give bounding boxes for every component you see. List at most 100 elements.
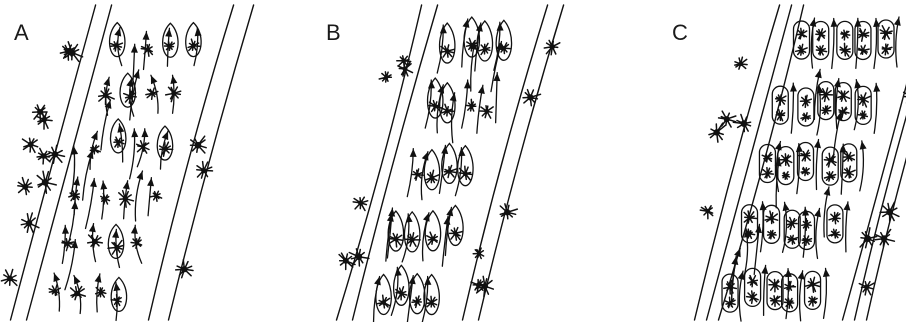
- particle-core: [805, 223, 809, 227]
- particle-core: [778, 113, 782, 117]
- arrow-head-icon: [783, 202, 790, 211]
- arrow-head-icon: [424, 277, 431, 285]
- particle-core: [800, 48, 804, 52]
- particle-icon: [816, 46, 826, 55]
- particle-core: [713, 129, 719, 135]
- particle-core: [447, 169, 452, 174]
- particle-core: [833, 232, 837, 236]
- arrow-head-icon: [54, 273, 61, 282]
- particle-icon: [191, 136, 207, 153]
- particle-core: [773, 299, 777, 303]
- arrow-head-icon: [422, 152, 429, 161]
- particle-core: [476, 283, 481, 288]
- arrow-head-icon: [137, 171, 144, 180]
- arrow-head-icon: [478, 85, 485, 94]
- particle-core: [410, 237, 415, 242]
- particle-core: [99, 290, 103, 294]
- particle-core: [864, 235, 871, 242]
- particle-core: [747, 216, 752, 221]
- arrow-head-icon: [798, 271, 805, 280]
- particle-icon: [188, 39, 200, 50]
- particle-icon: [176, 260, 193, 278]
- particle-icon: [390, 234, 403, 247]
- particle-icon: [785, 282, 796, 292]
- particle-core: [201, 168, 206, 173]
- particle-core: [26, 220, 32, 226]
- particle-icon: [770, 296, 781, 307]
- particle-icon: [841, 30, 850, 40]
- particle-core: [751, 295, 755, 299]
- particle-core: [191, 43, 195, 47]
- panel-a: [1, 5, 253, 320]
- particle-core: [766, 172, 770, 176]
- particle-icon: [166, 87, 181, 102]
- particle-core: [824, 109, 828, 113]
- particle-icon: [880, 26, 892, 40]
- particle-core: [403, 66, 408, 71]
- particle-core: [146, 47, 151, 52]
- particle-core: [847, 171, 851, 175]
- particle-core: [804, 170, 807, 173]
- particle-core: [862, 114, 865, 117]
- particle-core: [41, 117, 47, 123]
- particle-core: [800, 32, 804, 36]
- particle-icon: [748, 276, 758, 287]
- particle-icon: [735, 57, 747, 69]
- particle-icon: [768, 231, 777, 239]
- panel-c: [695, 5, 906, 321]
- boundary-line: [843, 5, 906, 320]
- panel-b: [337, 5, 564, 322]
- particle-icon: [840, 43, 850, 56]
- particle-core: [116, 140, 120, 144]
- particle-icon: [725, 297, 735, 307]
- particle-icon: [141, 45, 152, 57]
- boundary-line: [337, 5, 422, 320]
- particle-core: [751, 279, 755, 283]
- particle-icon: [197, 162, 213, 179]
- particle-core: [770, 233, 773, 236]
- particle-icon: [747, 291, 759, 303]
- particle-icon: [165, 42, 175, 50]
- particle-core: [52, 151, 58, 157]
- particle-core: [843, 48, 847, 52]
- particle-core: [358, 200, 363, 205]
- particle-core: [833, 216, 837, 220]
- particle-core: [783, 157, 788, 162]
- particle-core: [847, 155, 851, 159]
- particle-icon: [733, 115, 750, 132]
- panel-a-label: A: [14, 20, 29, 45]
- particle-core: [861, 32, 865, 36]
- particle-icon: [882, 44, 892, 55]
- particle-core: [884, 31, 889, 36]
- particle-icon: [801, 168, 809, 176]
- arrow-head-icon: [410, 149, 417, 157]
- particle-icon: [799, 150, 811, 161]
- particle-icon: [466, 99, 476, 111]
- particle-icon: [473, 248, 483, 258]
- arrow-head-icon: [785, 269, 792, 278]
- particle-icon: [859, 45, 870, 54]
- particle-icon: [816, 29, 826, 41]
- arrow-head-icon: [89, 224, 96, 233]
- particle-core: [22, 184, 28, 190]
- particle-core: [811, 299, 815, 303]
- particle-core: [550, 44, 555, 49]
- particle-core: [53, 289, 57, 293]
- particle-core: [886, 209, 893, 216]
- particle-icon: [471, 280, 484, 292]
- particle-core: [483, 47, 487, 51]
- particle-core: [805, 239, 809, 243]
- particle-core: [790, 238, 793, 241]
- particle-core: [527, 94, 533, 100]
- particle-core: [415, 173, 419, 177]
- particle-icon: [377, 295, 390, 308]
- particle-icon: [379, 72, 391, 82]
- particle-core: [828, 158, 833, 163]
- particle-icon: [802, 219, 811, 231]
- particle-icon: [802, 236, 811, 245]
- arrow-head-icon: [87, 150, 94, 159]
- particle-icon: [829, 229, 841, 238]
- particle-core: [381, 300, 386, 305]
- particle-icon: [805, 277, 819, 292]
